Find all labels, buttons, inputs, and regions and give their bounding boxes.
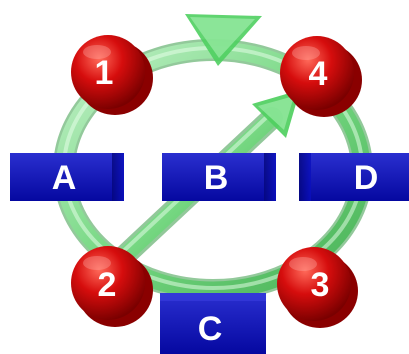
node-4-label: 4 — [309, 55, 328, 93]
arrow-1-to-4-icon — [185, 14, 262, 66]
node-1: 1 — [71, 35, 153, 115]
arrow-2-to-4-icon — [252, 90, 300, 138]
box-D: D — [299, 153, 409, 201]
box-B: B — [162, 153, 276, 201]
node-4: 4 — [280, 36, 362, 117]
box-C: C — [160, 293, 266, 354]
node-2-label: 2 — [98, 266, 117, 304]
node-3-label: 3 — [311, 266, 330, 304]
box-a-label: A — [52, 159, 77, 197]
node-3: 3 — [277, 247, 358, 328]
node-2: 2 — [71, 246, 153, 327]
box-b-label: B — [204, 159, 229, 197]
box-A: A — [10, 153, 124, 201]
box-d-label: D — [354, 159, 379, 197]
box-c-label: C — [198, 310, 223, 348]
node-1-label: 1 — [95, 54, 114, 92]
